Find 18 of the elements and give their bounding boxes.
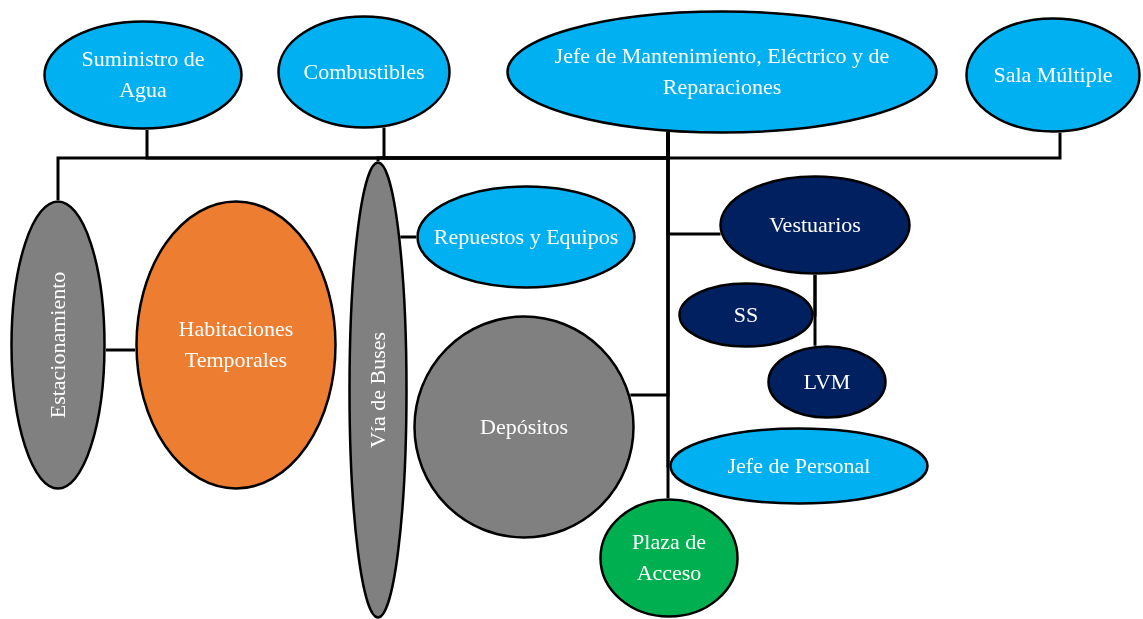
node-label: Depósitos xyxy=(479,412,569,441)
connector-line xyxy=(400,235,417,239)
node-label: Suministro de Agua xyxy=(80,45,206,104)
node-label: LVM xyxy=(802,367,852,396)
node-label: SS xyxy=(732,300,760,329)
connector-line xyxy=(666,132,670,498)
node-label: Sala Múltiple xyxy=(993,60,1113,89)
node-label: Estacionamiento xyxy=(43,271,71,419)
node-label: Habitaciones Temporales xyxy=(177,315,295,374)
node-label: Combustibles xyxy=(302,57,426,86)
node-label: Jefe de Mantenimiento, Eléctrico y de Reparaciones xyxy=(553,42,891,101)
node-label: Repuestos y Equipos xyxy=(432,222,620,251)
node-label: Vía de Buses xyxy=(363,331,391,449)
node-label: Plaza de Acceso xyxy=(631,528,707,587)
node-label: Vestuarios xyxy=(768,210,862,239)
connector-line xyxy=(813,275,817,346)
node-label: Jefe de Personal xyxy=(726,451,872,480)
connector-line xyxy=(105,348,136,352)
